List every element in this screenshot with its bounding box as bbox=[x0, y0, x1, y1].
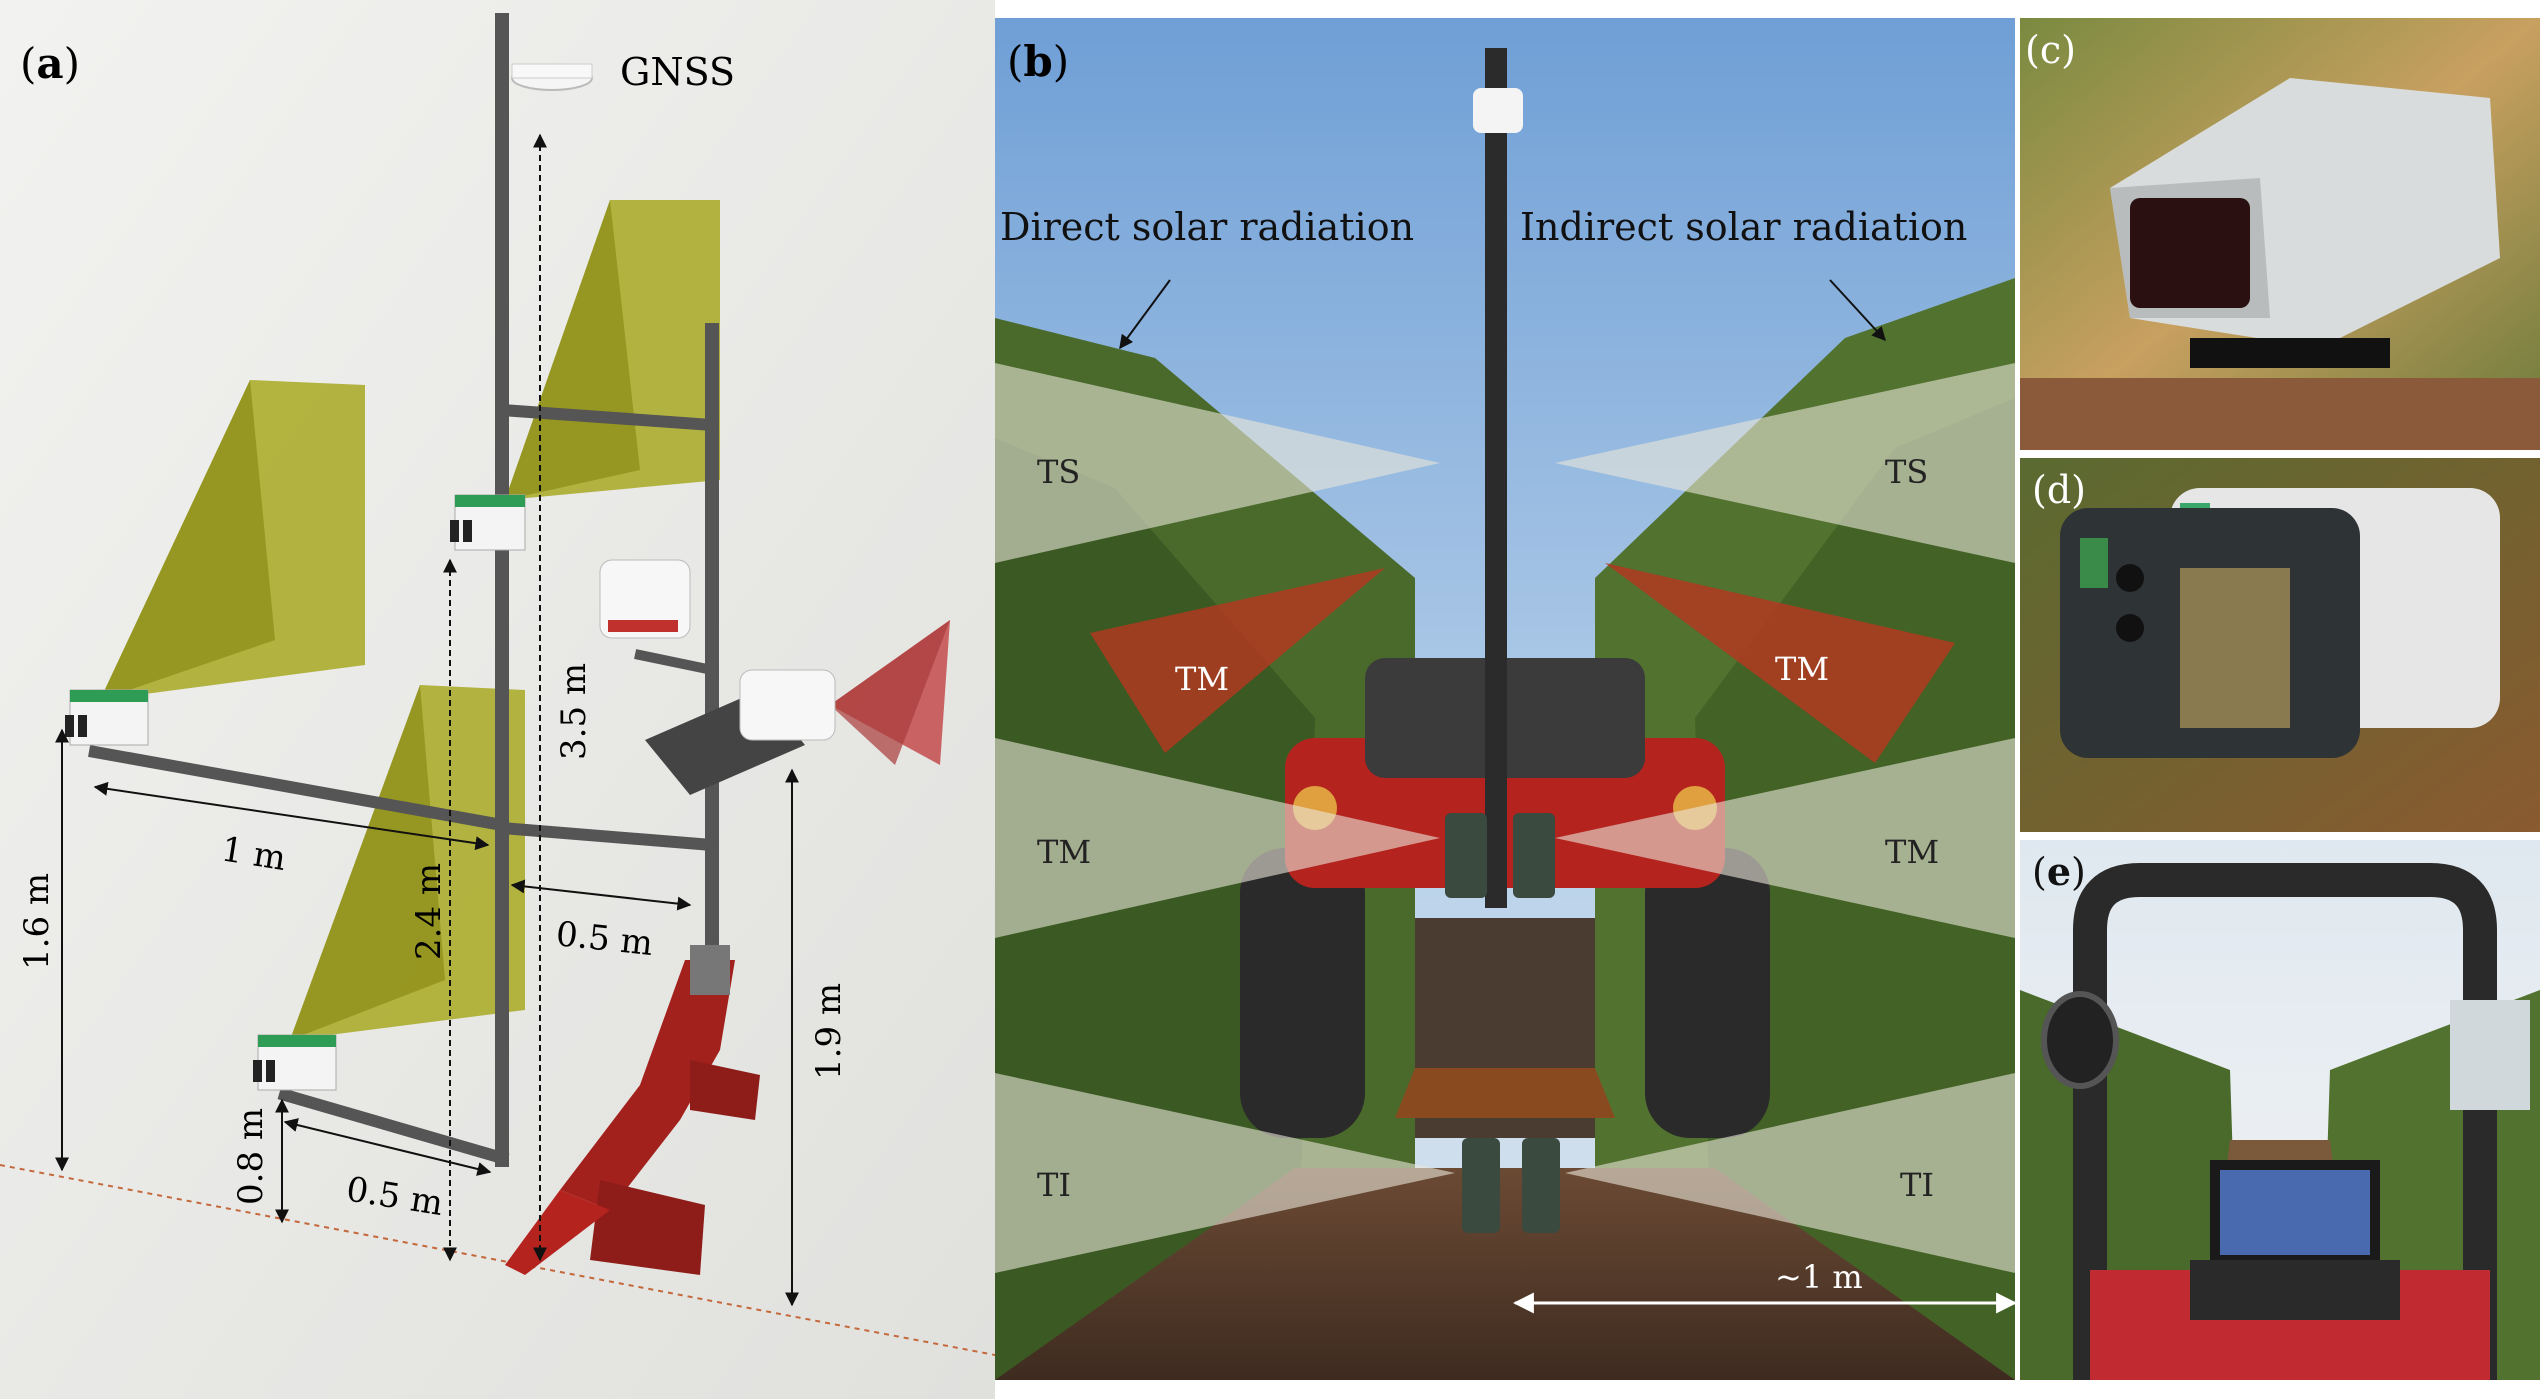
sensor-upper bbox=[450, 494, 526, 551]
indirect-solar-label: Indirect solar radiation bbox=[1520, 205, 1967, 249]
sensor-white-upper bbox=[599, 559, 691, 639]
dim-3-5m: 3.5 m bbox=[554, 663, 594, 760]
panel-a-schematic: (a) GNSS 3.5 m 2.4 m 1.6 m 1.9 m 0.8 m 1… bbox=[0, 0, 995, 1399]
sensor-left bbox=[65, 689, 149, 746]
ti-left: TI bbox=[1037, 1166, 1071, 1204]
panel-c-photo: (c) bbox=[2020, 18, 2540, 450]
red-sensor-cone bbox=[830, 620, 950, 765]
sensor-lower bbox=[253, 1034, 337, 1091]
dim-0-8m: 0.8 m bbox=[231, 1108, 271, 1205]
panel-a-drawing: (a) GNSS 3.5 m 2.4 m 1.6 m 1.9 m 0.8 m 1… bbox=[0, 0, 995, 1399]
yellow-sensor-cone-left bbox=[100, 380, 365, 700]
panel-e-photo: (e) bbox=[2020, 840, 2540, 1380]
dim-2-4m: 2.4 m bbox=[409, 863, 449, 960]
fov-tm-red bbox=[1090, 563, 1955, 763]
panel-d-drawing: (d) bbox=[2020, 458, 2540, 832]
panel-d-photo: (d) bbox=[2020, 458, 2540, 832]
tm-red-left: TM bbox=[1175, 660, 1229, 698]
tm-left: TM bbox=[1037, 833, 1091, 871]
panel-e-label: (e) bbox=[2032, 849, 2086, 894]
ts-left: TS bbox=[1037, 453, 1080, 491]
sensor-mast bbox=[1485, 48, 1507, 908]
panel-c-label: (c) bbox=[2025, 28, 2076, 72]
dimension-lines bbox=[55, 133, 799, 1307]
ts-right: TS bbox=[1885, 453, 1928, 491]
dim-1m: 1 m bbox=[219, 829, 289, 879]
gnss-label: GNSS bbox=[620, 50, 735, 94]
dim-1-6m: 1.6 m bbox=[17, 873, 57, 970]
distance-1m: ~1 m bbox=[1775, 1258, 1863, 1296]
panel-e-drawing: (e) bbox=[2020, 840, 2540, 1380]
panel-c-drawing: (c) bbox=[2020, 18, 2540, 450]
fov-ti bbox=[995, 1073, 2015, 1273]
logger-box bbox=[2450, 1000, 2530, 1110]
direct-solar-label: Direct solar radiation bbox=[1000, 205, 1414, 249]
mirror bbox=[2041, 991, 2119, 1089]
panel-b-drawing: (b) Direct solar radiation Indirect sola… bbox=[995, 18, 2015, 1380]
fov-ts bbox=[995, 363, 2015, 563]
dim-1-9m: 1.9 m bbox=[809, 983, 849, 1080]
panel-b-photo: (b) Direct solar radiation Indirect sola… bbox=[995, 18, 2015, 1380]
panel-a-label: (a) bbox=[20, 39, 80, 88]
tm-red-right: TM bbox=[1775, 650, 1829, 688]
panel-d-label: (d) bbox=[2032, 468, 2086, 512]
tractor-hitch bbox=[505, 945, 760, 1275]
panel-b-label: (b) bbox=[1007, 37, 1069, 86]
sensor-white-lower bbox=[739, 669, 836, 741]
tm-right: TM bbox=[1885, 833, 1939, 871]
ti-right: TI bbox=[1900, 1166, 1934, 1204]
fov-tm bbox=[995, 738, 2015, 938]
yellow-sensor-cone-lower bbox=[290, 685, 525, 1040]
roll-bar bbox=[2073, 863, 2497, 1380]
